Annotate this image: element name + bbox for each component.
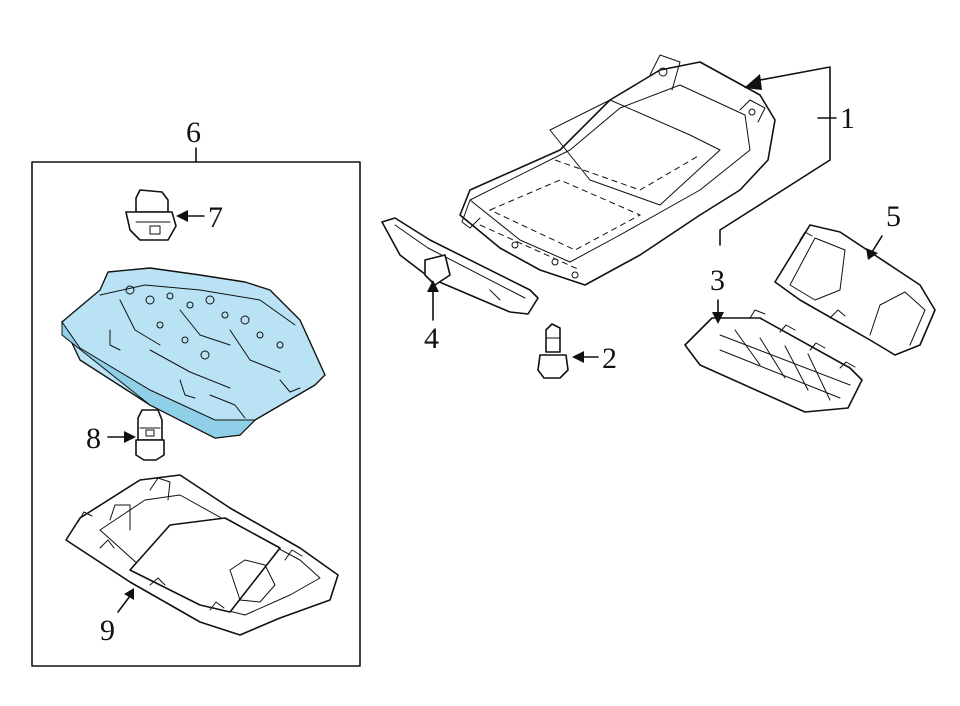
part-9-bezel[interactable]: [65, 474, 339, 636]
part-7-switch[interactable]: [125, 189, 177, 241]
callout-2: 2: [602, 342, 617, 375]
callout-3: 3: [710, 264, 725, 297]
part-2-bolt[interactable]: [537, 323, 569, 379]
callout-7: 7: [208, 201, 223, 234]
part-6-lamp-module[interactable]: [61, 267, 326, 439]
part-3-lens-panel[interactable]: [684, 309, 863, 413]
part-5-cover-bracket[interactable]: [774, 224, 936, 356]
callout-4: 4: [424, 322, 439, 355]
callout-1: 1: [840, 102, 855, 135]
callout-6: 6: [186, 116, 201, 149]
callout-8: 8: [86, 422, 101, 455]
callout-9: 9: [100, 614, 115, 647]
part-4-trim-strip[interactable]: [381, 217, 539, 315]
callout-5: 5: [886, 200, 901, 233]
part-8-bulb[interactable]: [135, 409, 165, 461]
part-1-console-housing[interactable]: [459, 54, 776, 286]
